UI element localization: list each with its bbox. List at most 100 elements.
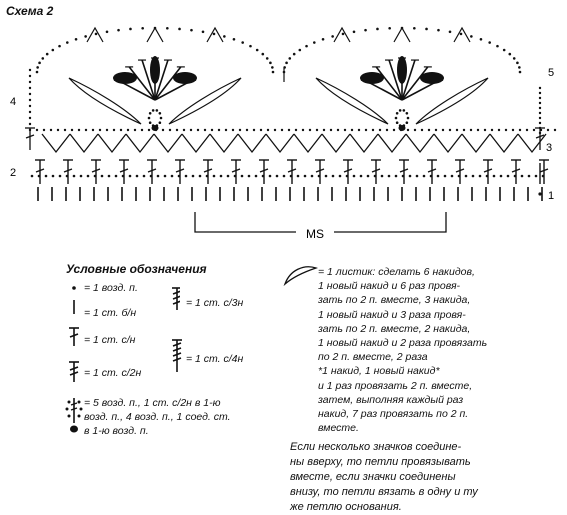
legend-chain: = 1 возд. п. bbox=[84, 282, 138, 294]
chain-stitch bbox=[398, 109, 402, 112]
chain-stitch bbox=[546, 128, 550, 132]
chain-stitch bbox=[364, 128, 368, 132]
chain-stitch bbox=[28, 104, 32, 108]
chain-stitch bbox=[343, 128, 347, 132]
chain-stitch bbox=[166, 26, 169, 30]
row-number-5: 5 bbox=[548, 67, 554, 79]
chain-stitch bbox=[196, 128, 200, 132]
stitch-fan bbox=[113, 56, 197, 101]
chain-stitch bbox=[394, 116, 398, 120]
chain-stitch bbox=[371, 128, 375, 132]
chain-stitch bbox=[499, 174, 503, 178]
chain-stitch bbox=[28, 80, 32, 84]
chain-stitch bbox=[74, 38, 78, 41]
chain-stitch bbox=[406, 116, 410, 120]
row-number-2: 2 bbox=[10, 167, 16, 179]
leaf-line: накид, 7 раз провязать по 2 п. bbox=[318, 408, 469, 421]
chain-stitch bbox=[28, 86, 32, 90]
chain-stitch bbox=[553, 128, 557, 132]
chain-stitch bbox=[538, 101, 542, 105]
row-number-3: 3 bbox=[546, 142, 552, 154]
chain-stitch bbox=[488, 41, 491, 44]
chain-stitch bbox=[189, 128, 193, 132]
chain-stitch bbox=[91, 128, 95, 132]
picot-symbol bbox=[65, 398, 83, 433]
chain-stitch bbox=[259, 128, 263, 132]
chain-stitch bbox=[158, 111, 162, 115]
leaf-line: зать по 2 п. вместе, 2 накида, bbox=[318, 322, 471, 335]
chain-stitch bbox=[231, 128, 235, 132]
note-line: вместе, если значки соединены bbox=[290, 471, 456, 483]
chain-stitch bbox=[448, 30, 452, 34]
leaf-line: 1 новый накид и 3 раза провя- bbox=[318, 308, 466, 321]
chain-stitch bbox=[58, 44, 61, 48]
chain-stitch bbox=[273, 128, 277, 132]
chain-stitch bbox=[450, 174, 454, 178]
chain-stitch bbox=[94, 32, 98, 36]
chain-v bbox=[433, 133, 463, 154]
chain-stitch bbox=[114, 174, 118, 178]
chain-stitch bbox=[425, 27, 428, 31]
chain-stitch bbox=[437, 28, 440, 32]
row-number-1: 1 bbox=[548, 190, 554, 202]
chain-stitch bbox=[163, 174, 167, 178]
chain-stitch bbox=[254, 174, 258, 178]
row-3-chain-arches bbox=[25, 127, 557, 154]
chain-stitch bbox=[538, 86, 542, 90]
chain-stitch bbox=[538, 96, 542, 100]
dc-stitch bbox=[427, 159, 437, 184]
note-line: же петлю основания. bbox=[290, 501, 402, 513]
chain-v bbox=[377, 133, 407, 154]
chain-v bbox=[125, 133, 155, 154]
dc-stitch bbox=[203, 159, 213, 184]
picot-point bbox=[453, 26, 471, 43]
leaf-symbol bbox=[283, 266, 318, 287]
chain-stitch bbox=[508, 52, 512, 56]
crochet-chart: 1 2 3 4 5 MS bbox=[10, 26, 557, 241]
leaf-line: *1 накид, 1 новый накид* bbox=[318, 365, 440, 378]
chain-stitch bbox=[268, 174, 272, 178]
chain-stitch bbox=[219, 174, 223, 178]
chain-stitch bbox=[147, 128, 151, 132]
chain-stitch bbox=[247, 174, 251, 178]
chain-stitch bbox=[392, 128, 396, 132]
chain-stitch bbox=[141, 26, 144, 30]
chain-stitch bbox=[203, 128, 207, 132]
row-2-double-crochet bbox=[30, 159, 549, 184]
chain-stitch bbox=[271, 66, 274, 69]
slip-stitch bbox=[151, 125, 159, 131]
chain-stitch bbox=[406, 128, 410, 132]
chain-stitch bbox=[315, 128, 319, 132]
chain-stitch bbox=[538, 131, 542, 135]
chain-stitch bbox=[413, 26, 416, 30]
chain-stitch bbox=[266, 128, 270, 132]
chain-v bbox=[293, 133, 323, 154]
chain-stitch bbox=[51, 48, 55, 52]
chain-stitch bbox=[56, 128, 60, 132]
leaf bbox=[68, 77, 142, 125]
chain-stitch bbox=[212, 174, 216, 178]
chain-stitch bbox=[538, 126, 542, 130]
chain-stitch bbox=[471, 174, 475, 178]
chain-stitch bbox=[464, 174, 468, 178]
chain-v bbox=[41, 133, 71, 154]
chain-stitch bbox=[107, 174, 111, 178]
leaf-line: 1 новый накид и 2 раза провязать bbox=[318, 337, 488, 350]
chain-stitch bbox=[190, 28, 193, 32]
chain-stitch bbox=[380, 174, 384, 178]
chain-stitch bbox=[527, 174, 531, 178]
chain-stitch bbox=[305, 44, 308, 48]
chain-stitch bbox=[36, 66, 39, 69]
dc-stitch bbox=[259, 159, 269, 184]
dc-stitch bbox=[175, 159, 185, 184]
legend-sc: = 1 ст. б/н bbox=[84, 307, 137, 319]
dc-stitch bbox=[25, 127, 35, 150]
chain-stitch bbox=[285, 61, 288, 65]
chain-stitch bbox=[217, 128, 221, 132]
chain-stitch bbox=[395, 121, 399, 125]
chain-stitch bbox=[479, 38, 483, 41]
chain-stitch bbox=[148, 121, 152, 125]
chain-stitch bbox=[155, 109, 159, 112]
chain-stitch bbox=[395, 111, 399, 115]
chain-stitch bbox=[63, 128, 67, 132]
